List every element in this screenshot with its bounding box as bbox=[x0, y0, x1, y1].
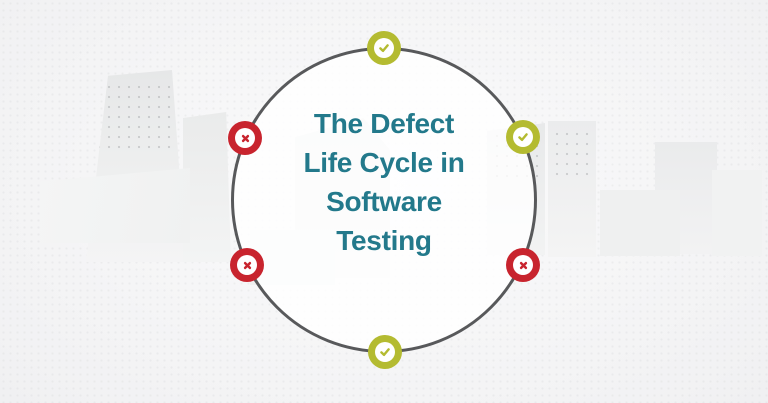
building-silhouette bbox=[600, 190, 680, 256]
x-icon bbox=[517, 259, 530, 272]
page-title: The Defect Life Cycle in Software Testin… bbox=[232, 104, 536, 260]
cycle-node-lower-right bbox=[506, 248, 540, 282]
building-window-dots bbox=[94, 81, 178, 155]
building-silhouette bbox=[712, 170, 762, 256]
cycle-node-bottom bbox=[368, 335, 402, 369]
building-silhouette bbox=[40, 168, 190, 243]
title-line: Life Cycle in bbox=[303, 147, 465, 178]
cycle-node-upper-right bbox=[506, 120, 540, 154]
check-icon bbox=[378, 345, 392, 359]
x-icon bbox=[241, 259, 254, 272]
check-icon bbox=[377, 41, 391, 55]
title-line: The Defect bbox=[313, 108, 455, 139]
x-icon bbox=[239, 132, 252, 145]
cycle-node-upper-left bbox=[228, 121, 262, 155]
cycle-node-top bbox=[367, 31, 401, 65]
title-line: Testing bbox=[336, 225, 432, 256]
building-silhouette bbox=[183, 112, 231, 262]
building-window-dots bbox=[551, 129, 593, 181]
title-line: Software bbox=[326, 186, 442, 217]
cycle-node-lower-left bbox=[230, 248, 264, 282]
building-silhouette bbox=[548, 121, 596, 257]
check-icon bbox=[516, 130, 530, 144]
